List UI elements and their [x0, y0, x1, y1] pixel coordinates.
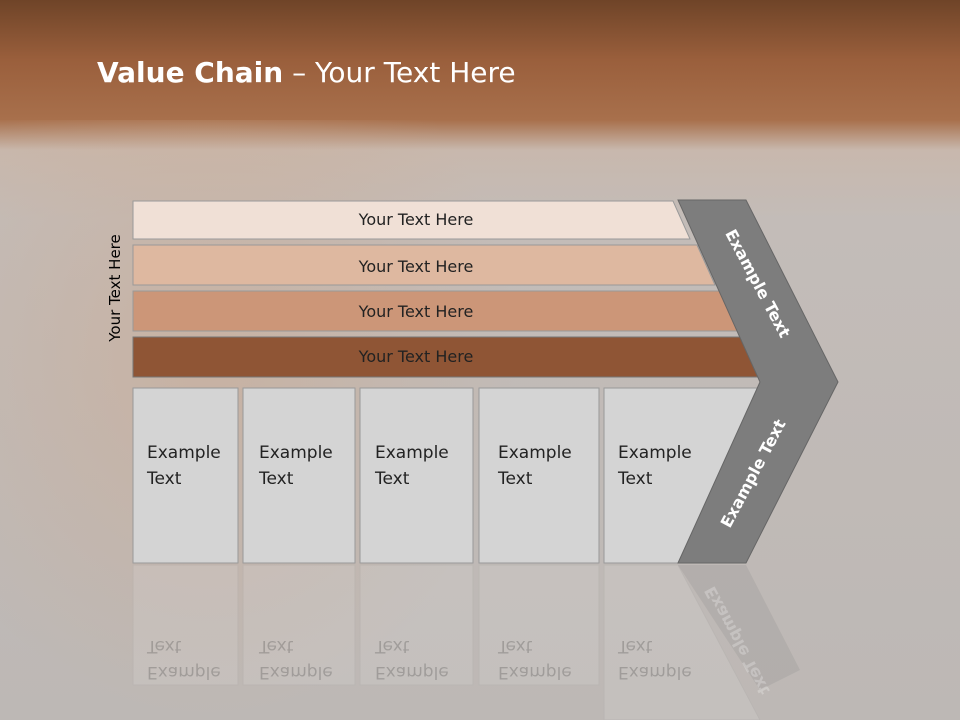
column-5-reflection: Example Text: [618, 633, 692, 685]
column-5-line1: Example: [618, 443, 692, 463]
column-4-reflection-line2: Text: [498, 636, 533, 656]
column-1-reflection-line2: Text: [147, 636, 182, 656]
column-3: [359, 387, 474, 564]
column-2-reflection: Example Text: [259, 633, 333, 685]
chevron-arrow: [677, 199, 839, 564]
slide-title: Value Chain – Your Text Here: [97, 56, 516, 89]
column-2-line1: Example: [259, 443, 333, 463]
title-rest: – Your Text Here: [283, 56, 516, 89]
column-4: [478, 387, 600, 564]
column-1: [132, 387, 239, 564]
column-5-text: Example Text: [618, 440, 692, 492]
column-2: [242, 387, 356, 564]
column-1-line1: Example: [147, 443, 221, 463]
column-1-text: Example Text: [147, 440, 221, 492]
bar-1: [132, 200, 691, 240]
bar-2-label: Your Text Here: [358, 257, 474, 276]
column-4-text: Example Text: [498, 440, 572, 492]
column-4-line2: Text: [498, 469, 533, 489]
column-4-reflection-line1: Example: [498, 662, 572, 682]
column-3-reflection: Example Text: [375, 633, 449, 685]
column-2-line2: Text: [259, 469, 294, 489]
column-5-reflection-line1: Example: [618, 662, 692, 682]
bar-1-label: Your Text Here: [358, 210, 474, 229]
bar-4-label: Your Text Here: [358, 347, 474, 366]
column-1-reflection: Example Text: [147, 633, 221, 685]
column-4-reflection: Example Text: [498, 633, 572, 685]
column-2-reflection-line1: Example: [259, 662, 333, 682]
column-reflections: [132, 564, 761, 720]
column-3-line1: Example: [375, 443, 449, 463]
column-3-text: Example Text: [375, 440, 449, 492]
column-3-reflection-line2: Text: [375, 636, 410, 656]
column-2-reflection-line2: Text: [259, 636, 294, 656]
column-3-line2: Text: [375, 469, 410, 489]
bar-2: [132, 244, 716, 286]
chevron-reflection: [678, 565, 800, 690]
column-1-line2: Text: [147, 469, 182, 489]
column-3-reflection-line1: Example: [375, 662, 449, 682]
column-2-text: Example Text: [259, 440, 333, 492]
column-5-reflection-line2: Text: [618, 636, 653, 656]
column-4-line1: Example: [498, 443, 572, 463]
title-bold: Value Chain: [97, 56, 284, 89]
column-5-line2: Text: [618, 469, 653, 489]
bar-3-label: Your Text Here: [358, 302, 474, 321]
column-1-reflection-line1: Example: [147, 662, 221, 682]
